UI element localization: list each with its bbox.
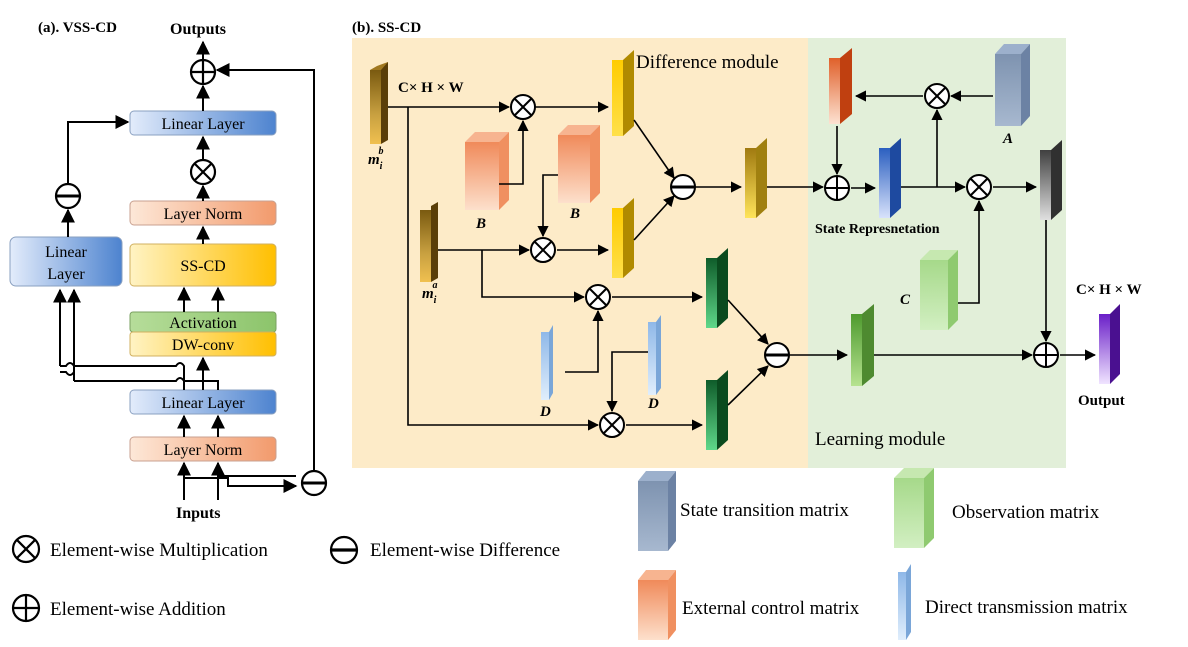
legend-direct-transmission-text: Direct transmission matrix <box>925 597 1128 618</box>
external-control-cuboid <box>829 48 852 124</box>
d-matrix-cuboid-2 <box>648 315 661 395</box>
outputs-label: Outputs <box>170 21 226 38</box>
c-label: C <box>900 292 911 308</box>
svg-text:Layer: Layer <box>47 266 85 283</box>
layer-norm-bottom-box: Layer Norm <box>129 436 277 462</box>
output-cuboid <box>1099 304 1120 384</box>
svg-text:DW-conv: DW-conv <box>172 337 234 354</box>
diff-icon-green <box>764 342 790 368</box>
svg-text:Linear Layer: Linear Layer <box>161 116 245 133</box>
yellow-diff-cuboid <box>745 138 767 218</box>
svg-text:SS-CD: SS-CD <box>180 258 225 275</box>
layer-norm-top-box: Layer Norm <box>129 200 277 226</box>
svg-text:Layer Norm: Layer Norm <box>164 442 243 459</box>
legend-mult-icon <box>11 534 41 564</box>
legend-add-text: Element-wise Addition <box>50 599 226 620</box>
output-dims-label: C× H × W <box>1076 282 1142 298</box>
state-representation-cuboid <box>879 138 901 218</box>
output-label: Output <box>1078 393 1125 409</box>
mult-icon-d1 <box>585 284 611 310</box>
a-matrix-cuboid <box>995 44 1030 126</box>
legend-external-control-text: External control matrix <box>682 598 860 619</box>
mult-icon-b2 <box>530 237 556 263</box>
diff-icon-yellow <box>670 174 696 200</box>
b-matrix-cuboid-2 <box>558 125 600 203</box>
yellow-feature-cuboid-1 <box>612 50 634 136</box>
linear-layer-top-box: Linear Layer <box>129 110 277 136</box>
mult-icon-c <box>966 174 992 200</box>
inputs-label: Inputs <box>176 505 220 522</box>
m-b-label: mib <box>368 146 383 172</box>
legend-state-transition-cuboid <box>638 471 676 551</box>
m-a-label: mia <box>422 280 437 306</box>
legend-diff-text: Element-wise Difference <box>370 540 560 561</box>
legend-add-icon <box>11 593 41 623</box>
add-icon-output <box>1033 342 1059 368</box>
side-diff-icon <box>54 182 82 210</box>
green-feature-cuboid-2 <box>706 370 728 450</box>
legend-observation-text: Observation matrix <box>952 502 1100 523</box>
gray-feature-cuboid <box>1040 140 1062 220</box>
m-b-feature-cuboid <box>370 62 388 144</box>
a-label: A <box>1002 131 1013 147</box>
linear-layer-bottom-box: Linear Layer <box>129 389 277 415</box>
legend-external-control-cuboid <box>638 570 676 640</box>
svg-text:Layer Norm: Layer Norm <box>164 206 243 223</box>
legend-observation-cuboid <box>894 468 934 548</box>
d-label-2: D <box>647 396 659 412</box>
output-add-icon <box>189 58 217 86</box>
legend-state-transition-text: State transition matrix <box>680 500 849 521</box>
legend-direct-transmission-cuboid <box>898 564 911 640</box>
panel-b-title: (b). SS-CD <box>352 20 421 36</box>
gate-multiply-icon <box>189 158 217 186</box>
d-matrix-cuboid-1 <box>541 325 553 400</box>
ss-cd-box: SS-CD <box>129 243 277 287</box>
difference-module-label: Difference module <box>636 52 779 73</box>
yellow-feature-cuboid-2 <box>612 198 634 278</box>
m-a-feature-cuboid <box>420 202 438 282</box>
add-icon-state <box>824 175 850 201</box>
legend-diff-icon <box>329 535 359 565</box>
green-feature-cuboid-1 <box>706 248 728 328</box>
b-matrix-cuboid-1 <box>465 132 509 210</box>
c-matrix-cuboid <box>920 250 958 330</box>
panel-b-connectors <box>388 90 1097 431</box>
residual-diff-icon <box>300 469 328 497</box>
b-label-1: B <box>475 216 486 232</box>
mult-icon-b1 <box>510 94 536 120</box>
learning-module-label: Learning module <box>815 429 945 450</box>
input-dims-label: C× H × W <box>398 80 464 96</box>
green-diff-cuboid <box>851 304 874 386</box>
svg-text:Linear: Linear <box>45 244 87 261</box>
side-linear-layer-box: Linear Layer <box>9 236 123 287</box>
d-label-1: D <box>539 404 551 420</box>
panel-a-title: (a). VSS-CD <box>38 20 117 36</box>
legend-mult-text: Element-wise Multiplication <box>50 540 268 561</box>
activation-box: Activation <box>129 311 277 333</box>
svg-text:Activation: Activation <box>169 315 237 332</box>
mult-icon-d2 <box>599 412 625 438</box>
mult-icon-a <box>924 83 950 109</box>
dw-conv-box: DW-conv <box>129 331 277 357</box>
svg-text:Linear Layer: Linear Layer <box>161 395 245 412</box>
b-label-2: B <box>569 206 580 222</box>
state-representation-label: State Represnetation <box>815 222 940 237</box>
